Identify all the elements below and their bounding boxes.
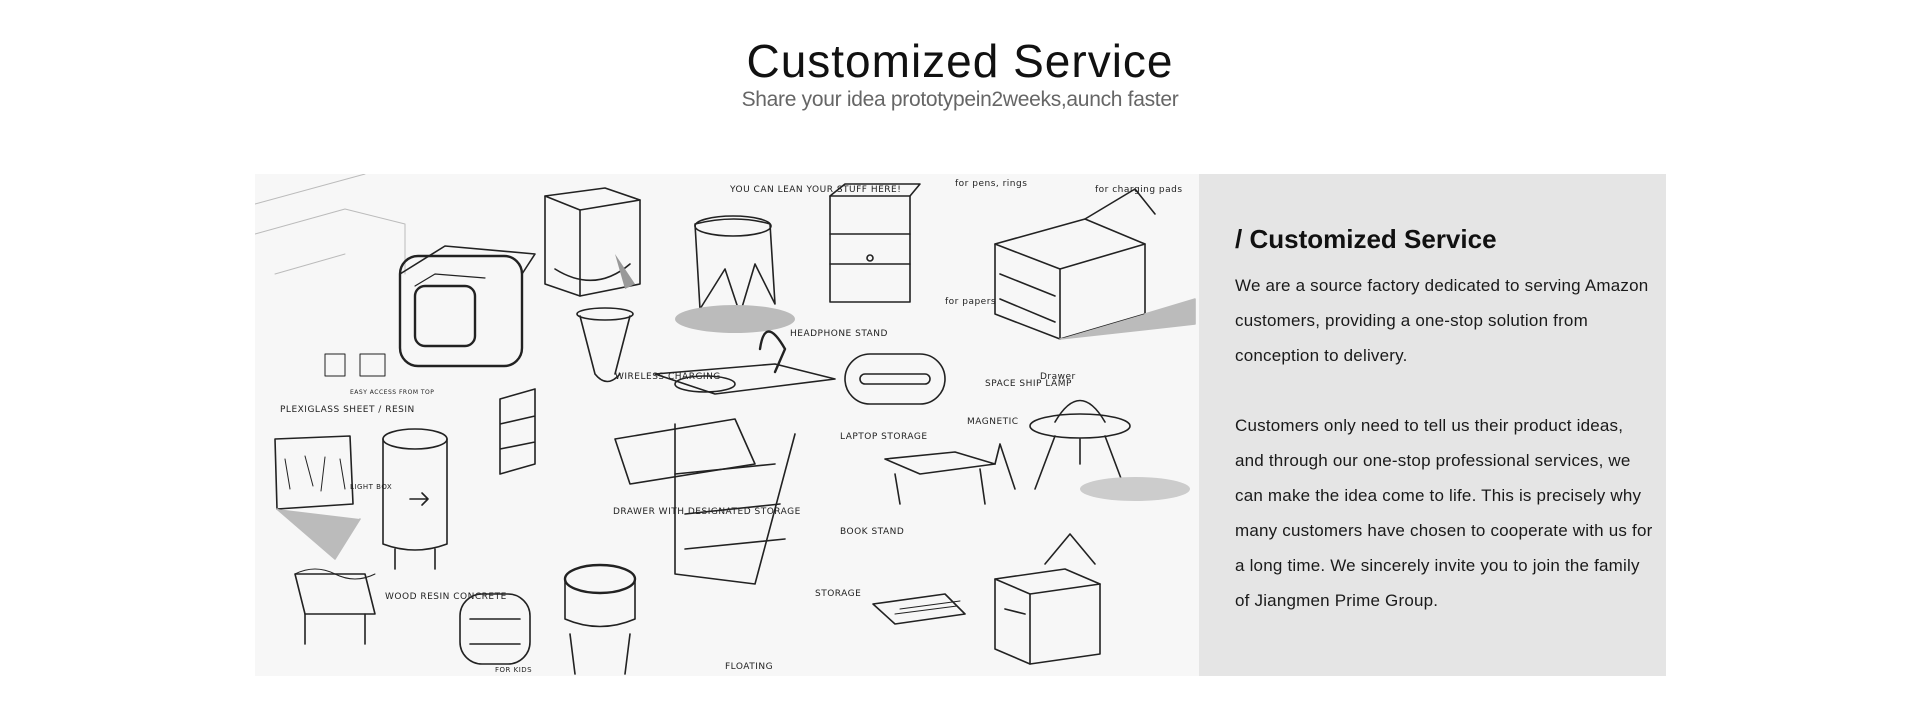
dome-stool-sketch: YOU CAN LEAN YOUR STUFF HERE!	[675, 185, 901, 333]
stacked-stool-sketch	[563, 563, 637, 675]
nightstand-sketch	[829, 183, 921, 303]
bench-sketch: FLOATING	[725, 593, 966, 672]
label-magnetic: MAGNETIC	[967, 417, 1019, 427]
service-info-box: / Customized Service We are a source fac…	[1199, 174, 1666, 676]
label-storage: STORAGE	[815, 589, 861, 599]
folding-table-sketch	[884, 443, 1016, 505]
storage-box-sketch	[994, 533, 1101, 665]
label-charging-pads: for charging pads	[1095, 185, 1183, 195]
glass-table-sketch	[544, 187, 641, 297]
furniture-sketch-image: EASY ACCESS FROM TOP YOU CAN LEAN YOUR S…	[255, 174, 1199, 676]
label-wireless: WIRELESS CHARGING	[615, 372, 721, 382]
service-paragraph-1: We are a source factory dedicated to ser…	[1235, 276, 1649, 365]
label-kids: FOR KIDS	[495, 666, 532, 674]
drawer-cabinet-sketch: for pens, rings for charging pads for pa…	[945, 179, 1196, 382]
label-pens: for pens, rings	[955, 179, 1027, 189]
label-spaceship: SPACE SHIP LAMP	[985, 379, 1072, 389]
label-drawer-top: Drawer	[1040, 372, 1076, 382]
label-headphone: HEADPHONE STAND	[790, 329, 888, 339]
label-laptop: LAPTOP STORAGE	[840, 432, 928, 442]
capsule-lamp-sketch: SPACE SHIP LAMP	[844, 353, 1072, 405]
service-paragraph-2: Customers only need to tell us their pro…	[1235, 416, 1653, 610]
resin-cube-sketch: PLEXIGLASS SHEET / RESIN	[274, 405, 415, 560]
label-plexiglass: PLEXIGLASS SHEET / RESIN	[280, 405, 415, 415]
label-floating: FLOATING	[725, 662, 773, 672]
label-wood: WOOD RESIN CONCRETE	[385, 592, 507, 602]
service-panel: EASY ACCESS FROM TOP YOU CAN LEAN YOUR S…	[255, 174, 1666, 676]
label-easy-access: EASY ACCESS FROM TOP	[350, 389, 434, 396]
rounded-cube-sketch: EASY ACCESS FROM TOP	[324, 245, 536, 396]
headphone-desk-sketch: HEADPHONE STAND WIRELESS CHARGING LAPTOP…	[613, 329, 928, 599]
round-side-table-sketch	[576, 307, 634, 383]
label-light-box: LIGHT BOX	[350, 483, 392, 491]
pod-chair-sketch: FOR KIDS	[459, 593, 532, 674]
label-book: BOOK STAND	[840, 527, 904, 537]
page-subtitle: Share your idea prototypein2weeks,aunch …	[741, 88, 1179, 111]
label-drawer: DRAWER WITH DESIGNATED STORAGE	[613, 507, 801, 517]
cylinder-stool-sketch: LIGHT BOX	[350, 428, 448, 570]
label-lean: YOU CAN LEAN YOUR STUFF HERE!	[729, 185, 901, 195]
page-title: Customized Service	[746, 35, 1174, 87]
wood-resin-table-sketch: WOOD RESIN CONCRETE	[294, 568, 507, 645]
service-heading: / Customized Service	[1235, 224, 1497, 254]
label-papers: for papers	[945, 297, 996, 307]
corner-shelf-sketch	[499, 388, 536, 475]
ufo-lamp-sketch: MAGNETIC	[967, 399, 1190, 501]
